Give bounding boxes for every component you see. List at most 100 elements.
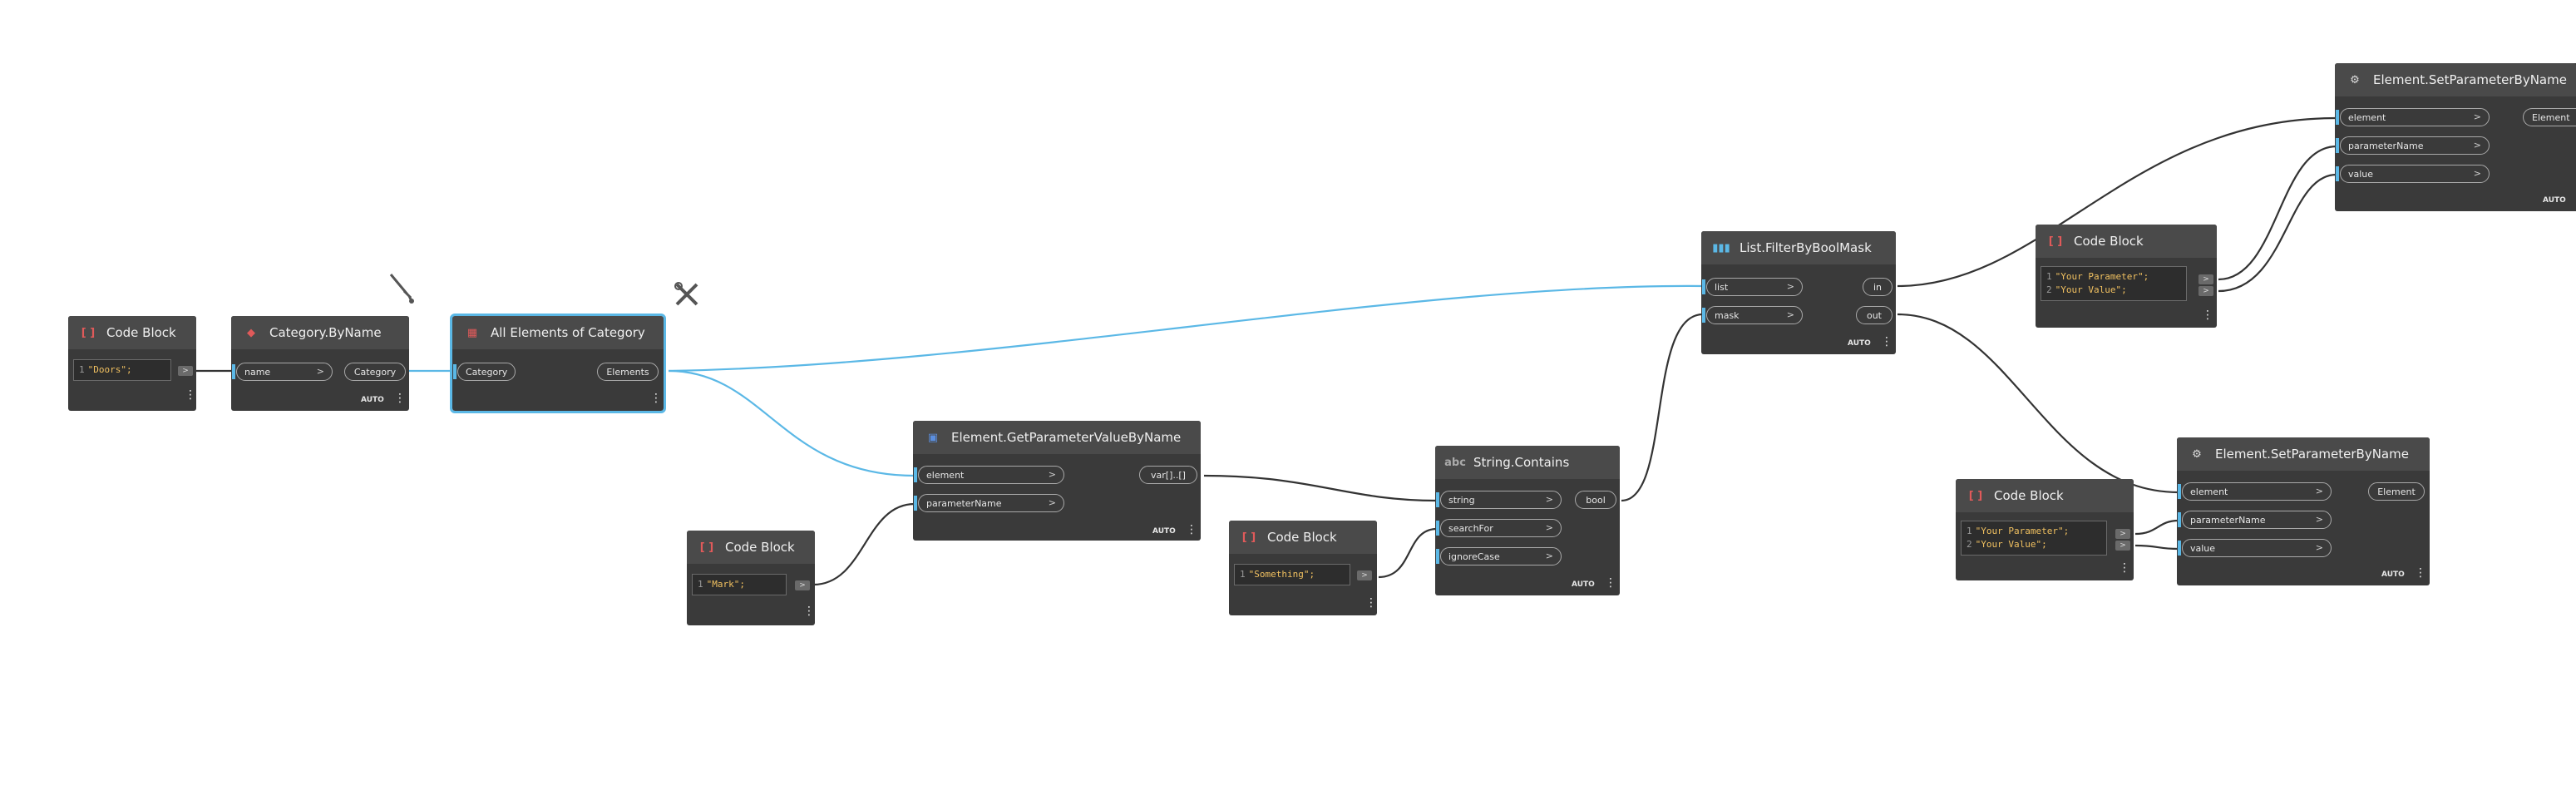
code-block-parameter-bottom-node[interactable]: [ ]Code Block 1"Your Parameter";2"Your V… xyxy=(1956,479,2134,580)
output-port-element[interactable]: Element xyxy=(2523,108,2576,126)
more-icon[interactable]: ⋮ xyxy=(1881,335,1893,348)
code-block-parameter-top-node[interactable]: [ ]Code Block 1"Your Parameter";2"Your V… xyxy=(2036,225,2217,328)
more-icon[interactable]: ⋮ xyxy=(1605,576,1616,590)
output-port-category[interactable]: Category xyxy=(344,363,406,381)
code-editor[interactable]: 1"Doors"; xyxy=(73,359,171,381)
set-parameter-by-name-top-node[interactable]: ⚙Element.SetParameterByName element> par… xyxy=(2335,63,2576,211)
node-title: Code Block xyxy=(725,540,795,555)
output-port-elements[interactable]: Elements xyxy=(597,363,659,381)
lacing-label: AUTO xyxy=(2381,570,2405,579)
input-port-category[interactable]: Category xyxy=(453,363,516,381)
tools-icon[interactable] xyxy=(674,281,700,314)
input-port-string[interactable]: string> xyxy=(1436,491,1562,509)
code-editor[interactable]: 1"Your Parameter";2"Your Value"; xyxy=(2041,266,2187,301)
node-title: List.FilterByBoolMask xyxy=(1740,240,1872,255)
node-header[interactable]: [ ]Code Block xyxy=(1956,479,2134,512)
list-filter-by-bool-mask-node[interactable]: ▮▮▮List.FilterByBoolMask list> mask> in … xyxy=(1701,231,1896,354)
node-header[interactable]: ▣Element.GetParameterValueByName xyxy=(913,421,1201,454)
node-title: All Elements of Category xyxy=(491,325,645,340)
string-icon: abc xyxy=(1444,456,1466,469)
output-port-in[interactable]: in xyxy=(1863,278,1893,296)
more-icon[interactable]: ⋮ xyxy=(2119,561,2130,575)
code-editor[interactable]: 1"Your Parameter";2"Your Value"; xyxy=(1961,521,2107,556)
eyedropper-icon[interactable] xyxy=(386,271,416,310)
lacing-label: AUTO xyxy=(361,396,384,404)
code-block-icon: [ ] xyxy=(699,541,714,554)
more-icon[interactable]: ⋮ xyxy=(650,392,662,405)
output-port-bool[interactable]: bool xyxy=(1575,491,1616,509)
code-block-doors-node[interactable]: [ ]Code Block 1"Doors"; > ⋮ xyxy=(68,316,196,411)
node-title: String.Contains xyxy=(1473,455,1570,470)
node-header[interactable]: ▮▮▮ List.FilterByBoolMask xyxy=(1701,231,1896,264)
node-header[interactable]: ⚙Element.SetParameterByName xyxy=(2335,63,2576,96)
input-port-parametername[interactable]: parameterName> xyxy=(2336,136,2490,155)
node-header[interactable]: [ ]Code Block xyxy=(1229,521,1377,554)
node-header[interactable]: [ ]Code Block xyxy=(68,316,196,349)
input-port-searchfor[interactable]: searchFor> xyxy=(1436,519,1562,537)
code-editor[interactable]: 1"Something"; xyxy=(1234,564,1350,585)
code-line: "Mark"; xyxy=(706,579,745,590)
set-parameter-by-name-bottom-node[interactable]: ⚙Element.SetParameterByName element> par… xyxy=(2177,437,2430,585)
more-icon[interactable]: ⋮ xyxy=(803,605,815,618)
elements-icon: ▦ xyxy=(466,326,478,339)
node-header[interactable]: abc String.Contains xyxy=(1435,446,1620,479)
wire-elements-to-element xyxy=(668,369,915,477)
line-number: 1 xyxy=(698,579,703,590)
input-port-ignorecase[interactable]: ignoreCase> xyxy=(1436,547,1562,565)
output-port[interactable]: > xyxy=(178,366,193,376)
more-icon[interactable]: ⋮ xyxy=(185,388,196,402)
node-title: Category.ByName xyxy=(269,325,382,340)
category-by-name-node[interactable]: ◆Category.ByName name> Category AUTO ⋮ xyxy=(231,316,409,411)
get-parameter-value-by-name-node[interactable]: ▣Element.GetParameterValueByName element… xyxy=(913,421,1201,541)
input-port-list[interactable]: list> xyxy=(1702,278,1803,296)
list-icon: ▮▮▮ xyxy=(1712,241,1730,254)
code-line: "Something"; xyxy=(1248,569,1315,580)
string-contains-node[interactable]: abc String.Contains string> searchFor> ig… xyxy=(1435,446,1620,595)
input-port-element[interactable]: element> xyxy=(914,466,1064,484)
input-port-element[interactable]: element> xyxy=(2336,108,2490,126)
line-number: 1 xyxy=(79,364,85,375)
more-icon[interactable]: ⋮ xyxy=(1365,596,1377,610)
output-port-2[interactable]: > xyxy=(2198,286,2213,296)
input-port-value[interactable]: value> xyxy=(2336,165,2490,183)
node-header[interactable]: [ ]Code Block xyxy=(2036,225,2217,258)
output-port-element[interactable]: Element xyxy=(2368,482,2425,501)
node-title: Element.GetParameterValueByName xyxy=(951,430,1182,445)
more-icon[interactable]: ⋮ xyxy=(1186,523,1197,536)
wire-something xyxy=(1378,527,1438,579)
output-port[interactable]: > xyxy=(795,580,810,590)
output-port-1[interactable]: > xyxy=(2198,274,2213,284)
code-block-icon: [ ] xyxy=(1968,489,1983,502)
node-header[interactable]: ⚙Element.SetParameterByName xyxy=(2177,437,2430,471)
lacing-label: AUTO xyxy=(1572,580,1595,589)
code-block-mark-node[interactable]: [ ] Code Block 1"Mark"; > ⋮ xyxy=(687,531,815,625)
input-port-value[interactable]: value> xyxy=(2178,539,2332,557)
all-elements-of-category-node[interactable]: ▦ All Elements of Category Category Eleme… xyxy=(450,314,666,413)
input-port-mask[interactable]: mask> xyxy=(1702,306,1803,324)
output-port-1[interactable]: > xyxy=(2115,529,2130,539)
lacing-label: AUTO xyxy=(1152,527,1176,536)
code-block-something-node[interactable]: [ ]Code Block 1"Something"; > ⋮ xyxy=(1229,521,1377,615)
wire-bottom-cb-value xyxy=(2134,544,2179,551)
output-port[interactable]: > xyxy=(1357,570,1372,580)
input-port-element[interactable]: element> xyxy=(2178,482,2332,501)
output-port-var[interactable]: var[]..[] xyxy=(1139,466,1197,484)
node-header[interactable]: [ ] Code Block xyxy=(687,531,815,564)
wire-bool-to-mask xyxy=(1621,313,1704,502)
node-title: Code Block xyxy=(2074,234,2144,249)
input-port-parametername[interactable]: parameterName> xyxy=(2178,511,2332,529)
lacing-label: AUTO xyxy=(2543,196,2566,205)
node-header[interactable]: ◆Category.ByName xyxy=(231,316,409,349)
output-port-2[interactable]: > xyxy=(2115,541,2130,551)
wire-top-cb-value xyxy=(2218,173,2337,293)
more-icon[interactable]: ⋮ xyxy=(394,392,406,405)
input-port-name[interactable]: name> xyxy=(232,363,333,381)
node-header[interactable]: ▦ All Elements of Category xyxy=(452,316,664,349)
code-editor[interactable]: 1"Mark"; xyxy=(692,574,787,595)
input-port-parametername[interactable]: parameterName> xyxy=(914,494,1064,512)
output-port-out[interactable]: out xyxy=(1856,306,1893,324)
more-icon[interactable]: ⋮ xyxy=(2202,309,2213,322)
lacing-label: AUTO xyxy=(1848,339,1871,348)
wire-var-to-string xyxy=(1203,474,1438,502)
more-icon[interactable]: ⋮ xyxy=(2415,566,2426,580)
